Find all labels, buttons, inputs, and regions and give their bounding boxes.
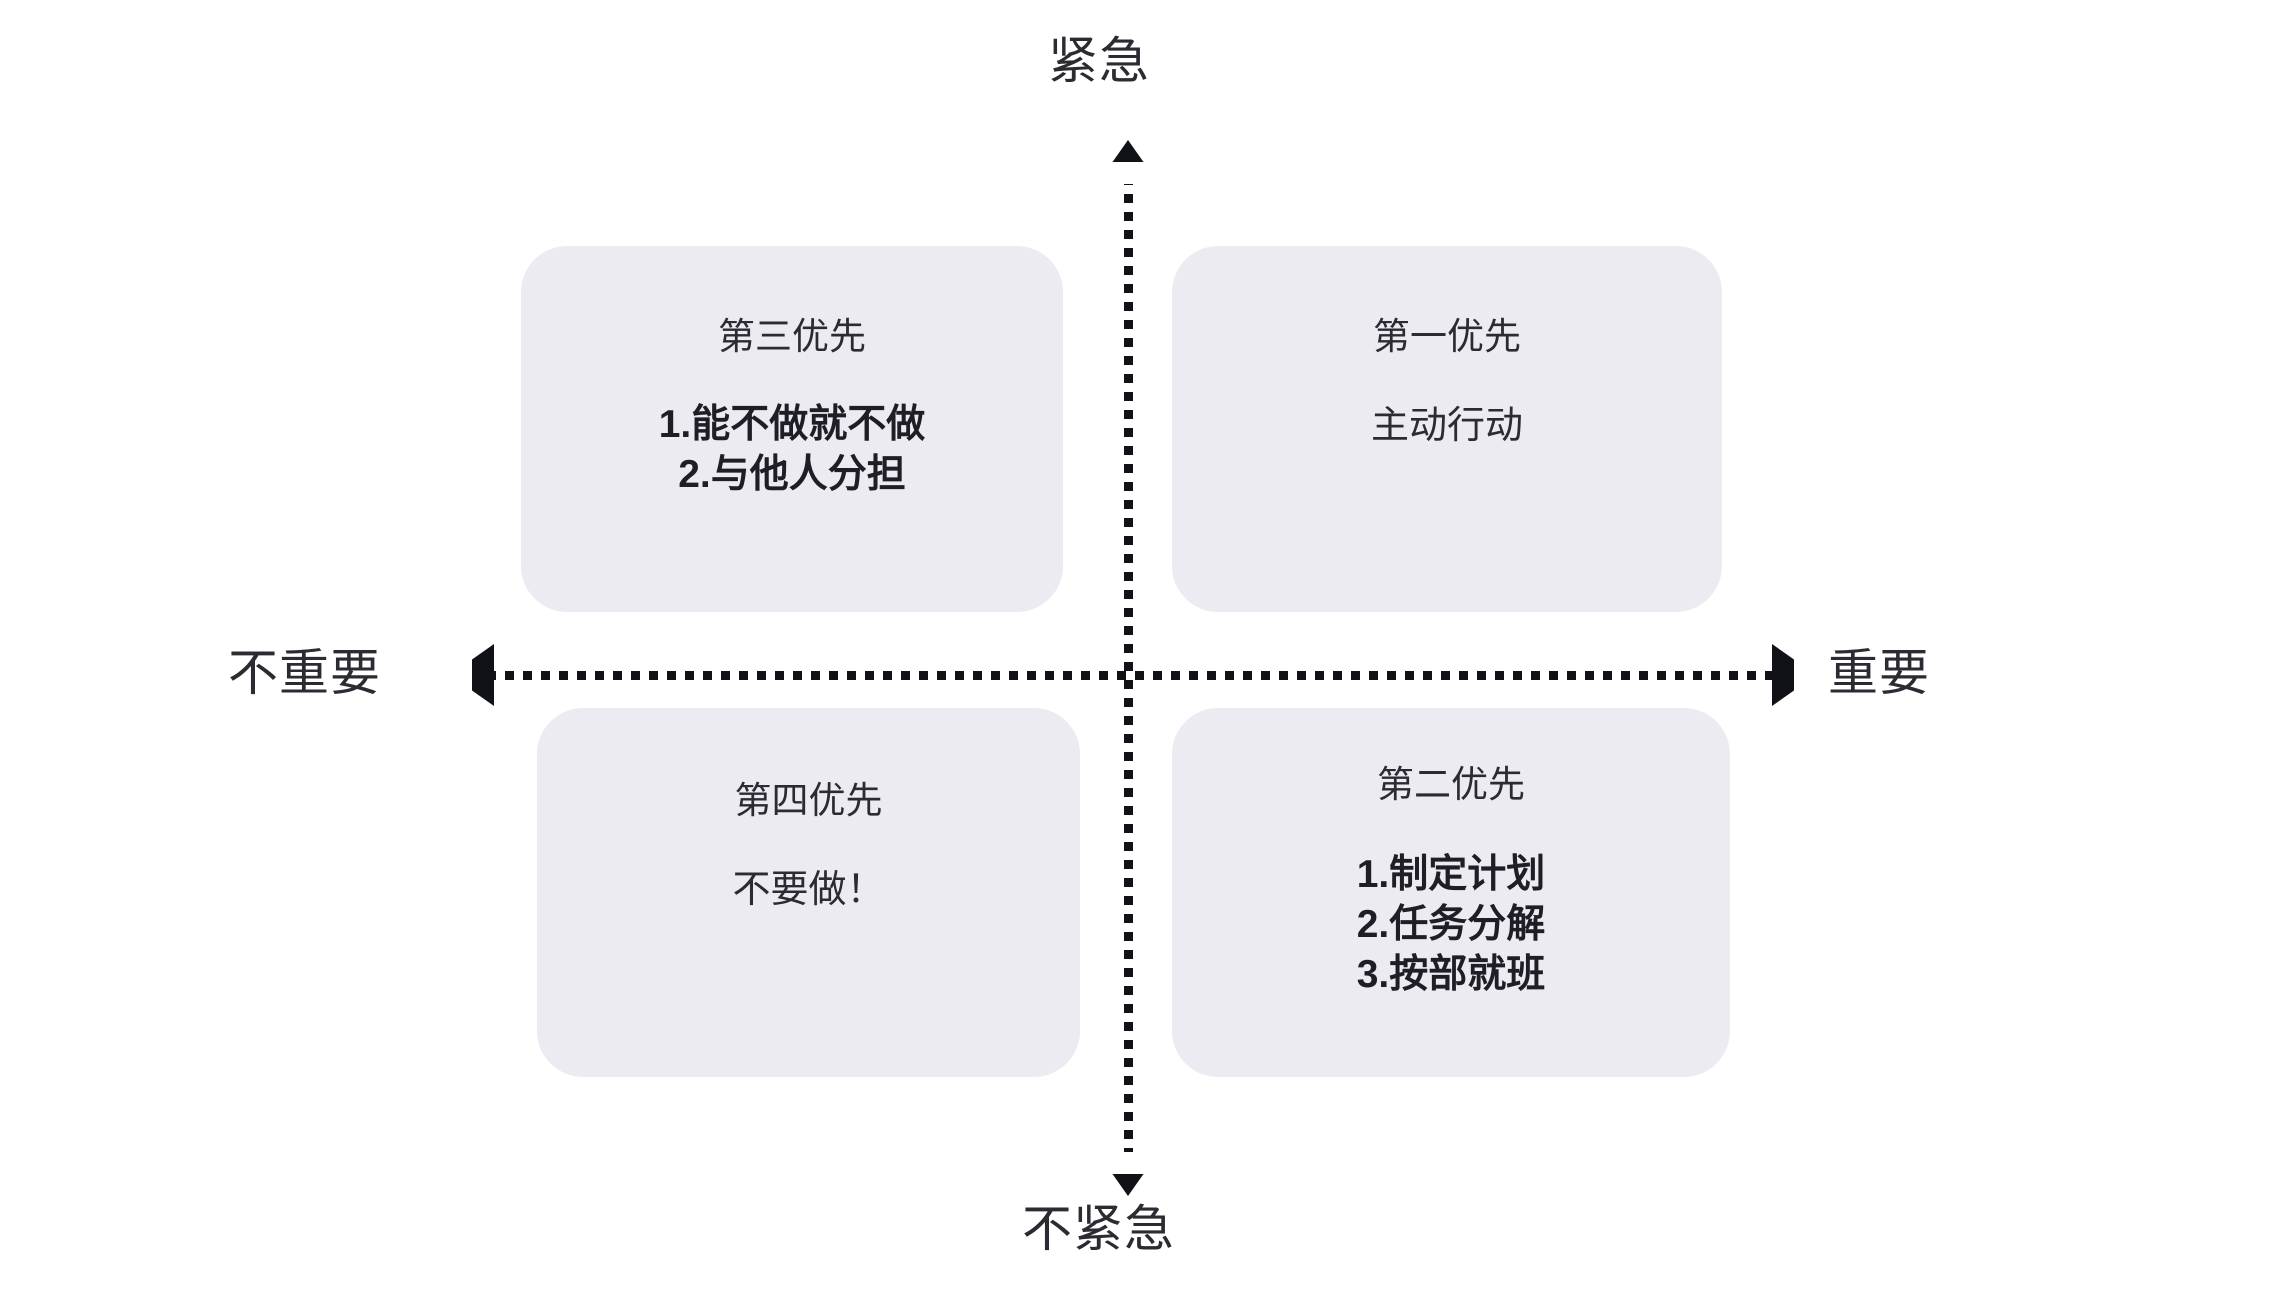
- quadrant-body: 不要做！: [537, 866, 1080, 915]
- quadrant-line: 2.与他人分担: [678, 453, 906, 497]
- quadrant-body: 1.制定计划 2.任务分解 3.按部就班: [1172, 850, 1730, 1000]
- quadrant-card-top-right[interactable]: 第一优先 主动行动: [1172, 246, 1722, 612]
- quadrant-body: 1.能不做就不做 2.与他人分担: [521, 400, 1063, 500]
- axis-label-urgent: 紧急: [1048, 33, 1150, 89]
- quadrant-line: 3.按部就班: [1356, 953, 1546, 997]
- quadrant-card-top-left[interactable]: 第三优先 1.能不做就不做 2.与他人分担: [521, 246, 1063, 612]
- quadrant-line: 2.任务分解: [1356, 903, 1546, 947]
- quadrant-card-bottom-left[interactable]: 第四优先 不要做！: [537, 708, 1080, 1077]
- quadrant-title: 第一优先: [1373, 316, 1521, 357]
- arrow-right-notch: [1794, 644, 1816, 706]
- quadrant-title: 第三优先: [718, 316, 866, 357]
- axis-label-important: 重要: [1828, 645, 1930, 701]
- quadrant-title: 第二优先: [1377, 764, 1525, 805]
- axis-label-not-important: 不重要: [228, 645, 381, 701]
- quadrant-line: 1.能不做就不做: [658, 403, 926, 447]
- quadrant-body: 主动行动: [1172, 402, 1722, 451]
- quadrant-line: 不要做！: [732, 869, 885, 912]
- axis-label-not-urgent: 不紧急: [1022, 1201, 1175, 1257]
- quadrant-title: 第四优先: [734, 780, 883, 821]
- quadrant-line: 主动行动: [1370, 405, 1523, 448]
- quadrant-card-bottom-right[interactable]: 第二优先 1.制定计划 2.任务分解 3.按部就班: [1172, 708, 1730, 1077]
- vertical-axis-line: [1124, 176, 1133, 1162]
- arrow-up-notch: [1097, 162, 1159, 184]
- quadrant-line: 1.制定计划: [1356, 853, 1546, 897]
- arrow-left-notch: [450, 644, 472, 706]
- horizontal-axis-line: [487, 671, 1772, 680]
- arrow-down-notch: [1097, 1152, 1159, 1174]
